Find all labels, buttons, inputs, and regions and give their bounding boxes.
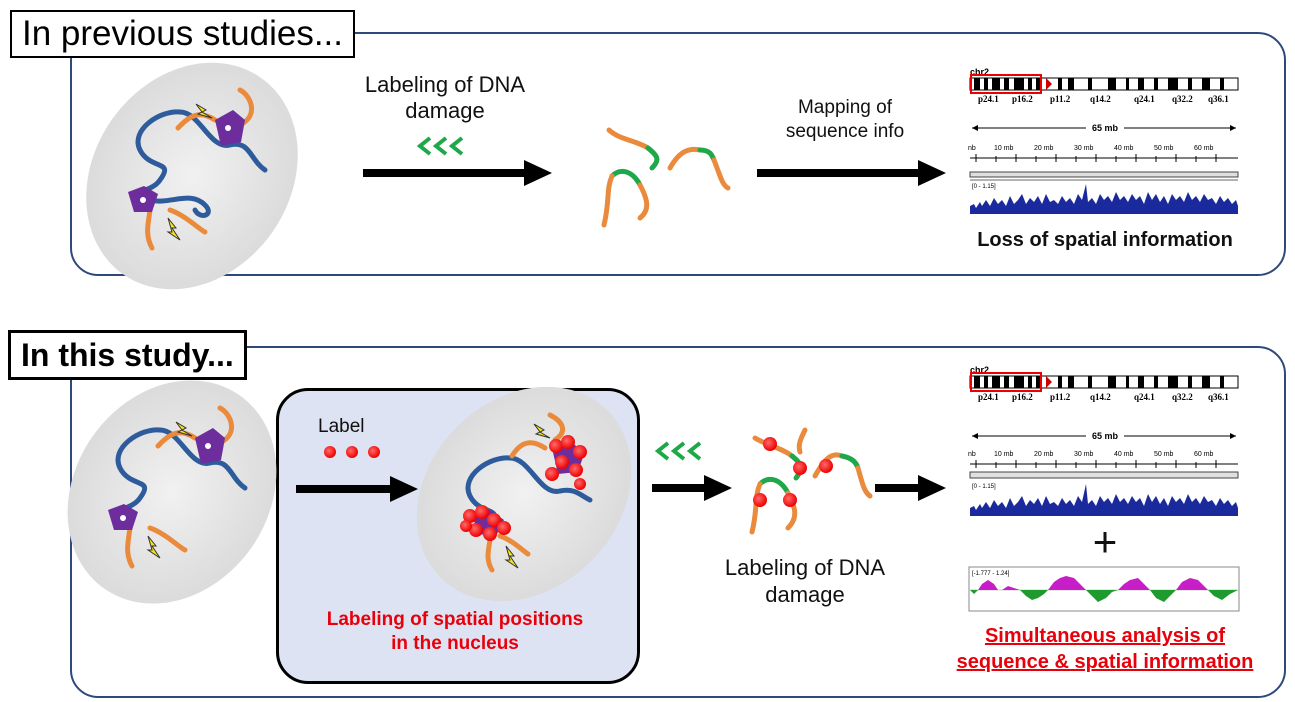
genome-browser-bottom: chr2 p24.1 p16.2 p11.2 q14.2 q24.1 q32.2…	[968, 364, 1240, 519]
top-mapping-label-line1: Mapping of	[797, 97, 892, 118]
label-word: Label	[318, 416, 365, 437]
top-mapping-label: Mapping of sequence info	[760, 96, 930, 144]
tick-5: 50 mb	[1154, 145, 1174, 152]
top-nucleus	[86, 62, 298, 290]
band-5-b: q32.2	[1172, 392, 1193, 402]
span-label: 65 mb	[1092, 123, 1119, 133]
chrom-label-2: chr2	[970, 365, 989, 375]
tick-6-b: 60 mb	[1194, 451, 1214, 458]
tick-4: 40 mb	[1114, 145, 1134, 152]
spatial-labeling-caption-line1: Labeling of spatial positions	[326, 609, 584, 630]
span-label-b: 65 mb	[1092, 431, 1119, 441]
band-5: q32.2	[1172, 94, 1193, 104]
band-0: p24.1	[978, 94, 999, 104]
top-damage-label: Labeling of DNA damage	[330, 72, 560, 124]
band-6-b: q36.1	[1208, 392, 1229, 402]
bottom-nucleus	[67, 380, 277, 604]
bottom-damage-label-line1: Labeling of DNA	[724, 555, 886, 580]
top-damage-label-line2: damage	[405, 98, 485, 123]
compartment-track: [-1.777 - 1.24]	[968, 566, 1240, 612]
plus-sign: +	[1092, 518, 1118, 565]
signal-range-mid: [0 - 1.15]	[972, 484, 996, 490]
band-2-b: p11.2	[1050, 392, 1071, 402]
band-1: p16.2	[1012, 94, 1033, 104]
labeled-nucleus	[416, 386, 632, 602]
genome-browser-top-graphic: chr2 p24.1 p16.2 p11.2 q14.2 q24.1 q32.2…	[968, 67, 1239, 214]
tick-0-b: nb	[968, 451, 976, 458]
band-4: q24.1	[1134, 94, 1155, 104]
tick-3: 30 mb	[1074, 145, 1094, 152]
tick-6: 60 mb	[1194, 145, 1214, 152]
tick-1: 10 mb	[994, 145, 1014, 152]
bottom-damage-label-line2: damage	[765, 582, 845, 607]
bottom-result-line2: sequence & spatial information	[956, 651, 1254, 673]
signal-range-compartment: [-1.777 - 1.24]	[972, 571, 1010, 577]
tick-0: nb	[968, 145, 976, 152]
top-result-text: Loss of spatial information	[977, 229, 1233, 251]
bottom-panel-tag: In this study...	[8, 330, 247, 380]
bottom-result-text: Simultaneous analysis of sequence & spat…	[930, 623, 1280, 675]
band-2: p11.2	[1050, 94, 1071, 104]
genome-browser-top: chr2 p24.1 p16.2 p11.2 q14.2 q24.1 q32.2…	[968, 66, 1240, 216]
tick-5-b: 50 mb	[1154, 451, 1174, 458]
bottom-damage-label: Labeling of DNA damage	[690, 554, 920, 608]
signal-range-top: [0 - 1.15]	[972, 184, 996, 190]
tick-2-b: 20 mb	[1034, 451, 1054, 458]
top-damage-label-chevrons	[416, 136, 464, 156]
band-6: q36.1	[1208, 94, 1229, 104]
bottom-damage-label-chevrons	[654, 441, 702, 461]
spatial-labeling-caption: Labeling of spatial positions in the nuc…	[285, 608, 625, 656]
compartment-track-graphic: [-1.777 - 1.24]	[968, 566, 1240, 612]
band-3: q14.2	[1090, 94, 1111, 104]
tick-4-b: 40 mb	[1114, 451, 1134, 458]
band-4-b: q24.1	[1134, 392, 1155, 402]
top-damage-label-line1: Labeling of DNA	[364, 72, 526, 97]
bottom-fragment-labels	[753, 437, 833, 507]
band-1-b: p16.2	[1012, 392, 1033, 402]
chrom-label: chr2	[970, 67, 989, 77]
genome-browser-bottom-graphic: chr2 p24.1 p16.2 p11.2 q14.2 q24.1 q32.2…	[968, 365, 1239, 516]
band-3-b: q14.2	[1090, 392, 1111, 402]
top-dna-fragments	[601, 127, 731, 228]
tick-3-b: 30 mb	[1074, 451, 1094, 458]
label-dots	[324, 446, 380, 458]
tick-1-b: 10 mb	[994, 451, 1014, 458]
band-0-b: p24.1	[978, 392, 999, 402]
tick-2: 20 mb	[1034, 145, 1054, 152]
top-mapping-label-line2: sequence info	[785, 121, 905, 142]
top-panel-tag: In previous studies...	[10, 10, 355, 58]
spatial-labeling-caption-line2: in the nucleus	[391, 633, 519, 654]
bottom-result-line1: Simultaneous analysis of	[984, 625, 1226, 647]
bottom-panel	[70, 346, 1286, 698]
